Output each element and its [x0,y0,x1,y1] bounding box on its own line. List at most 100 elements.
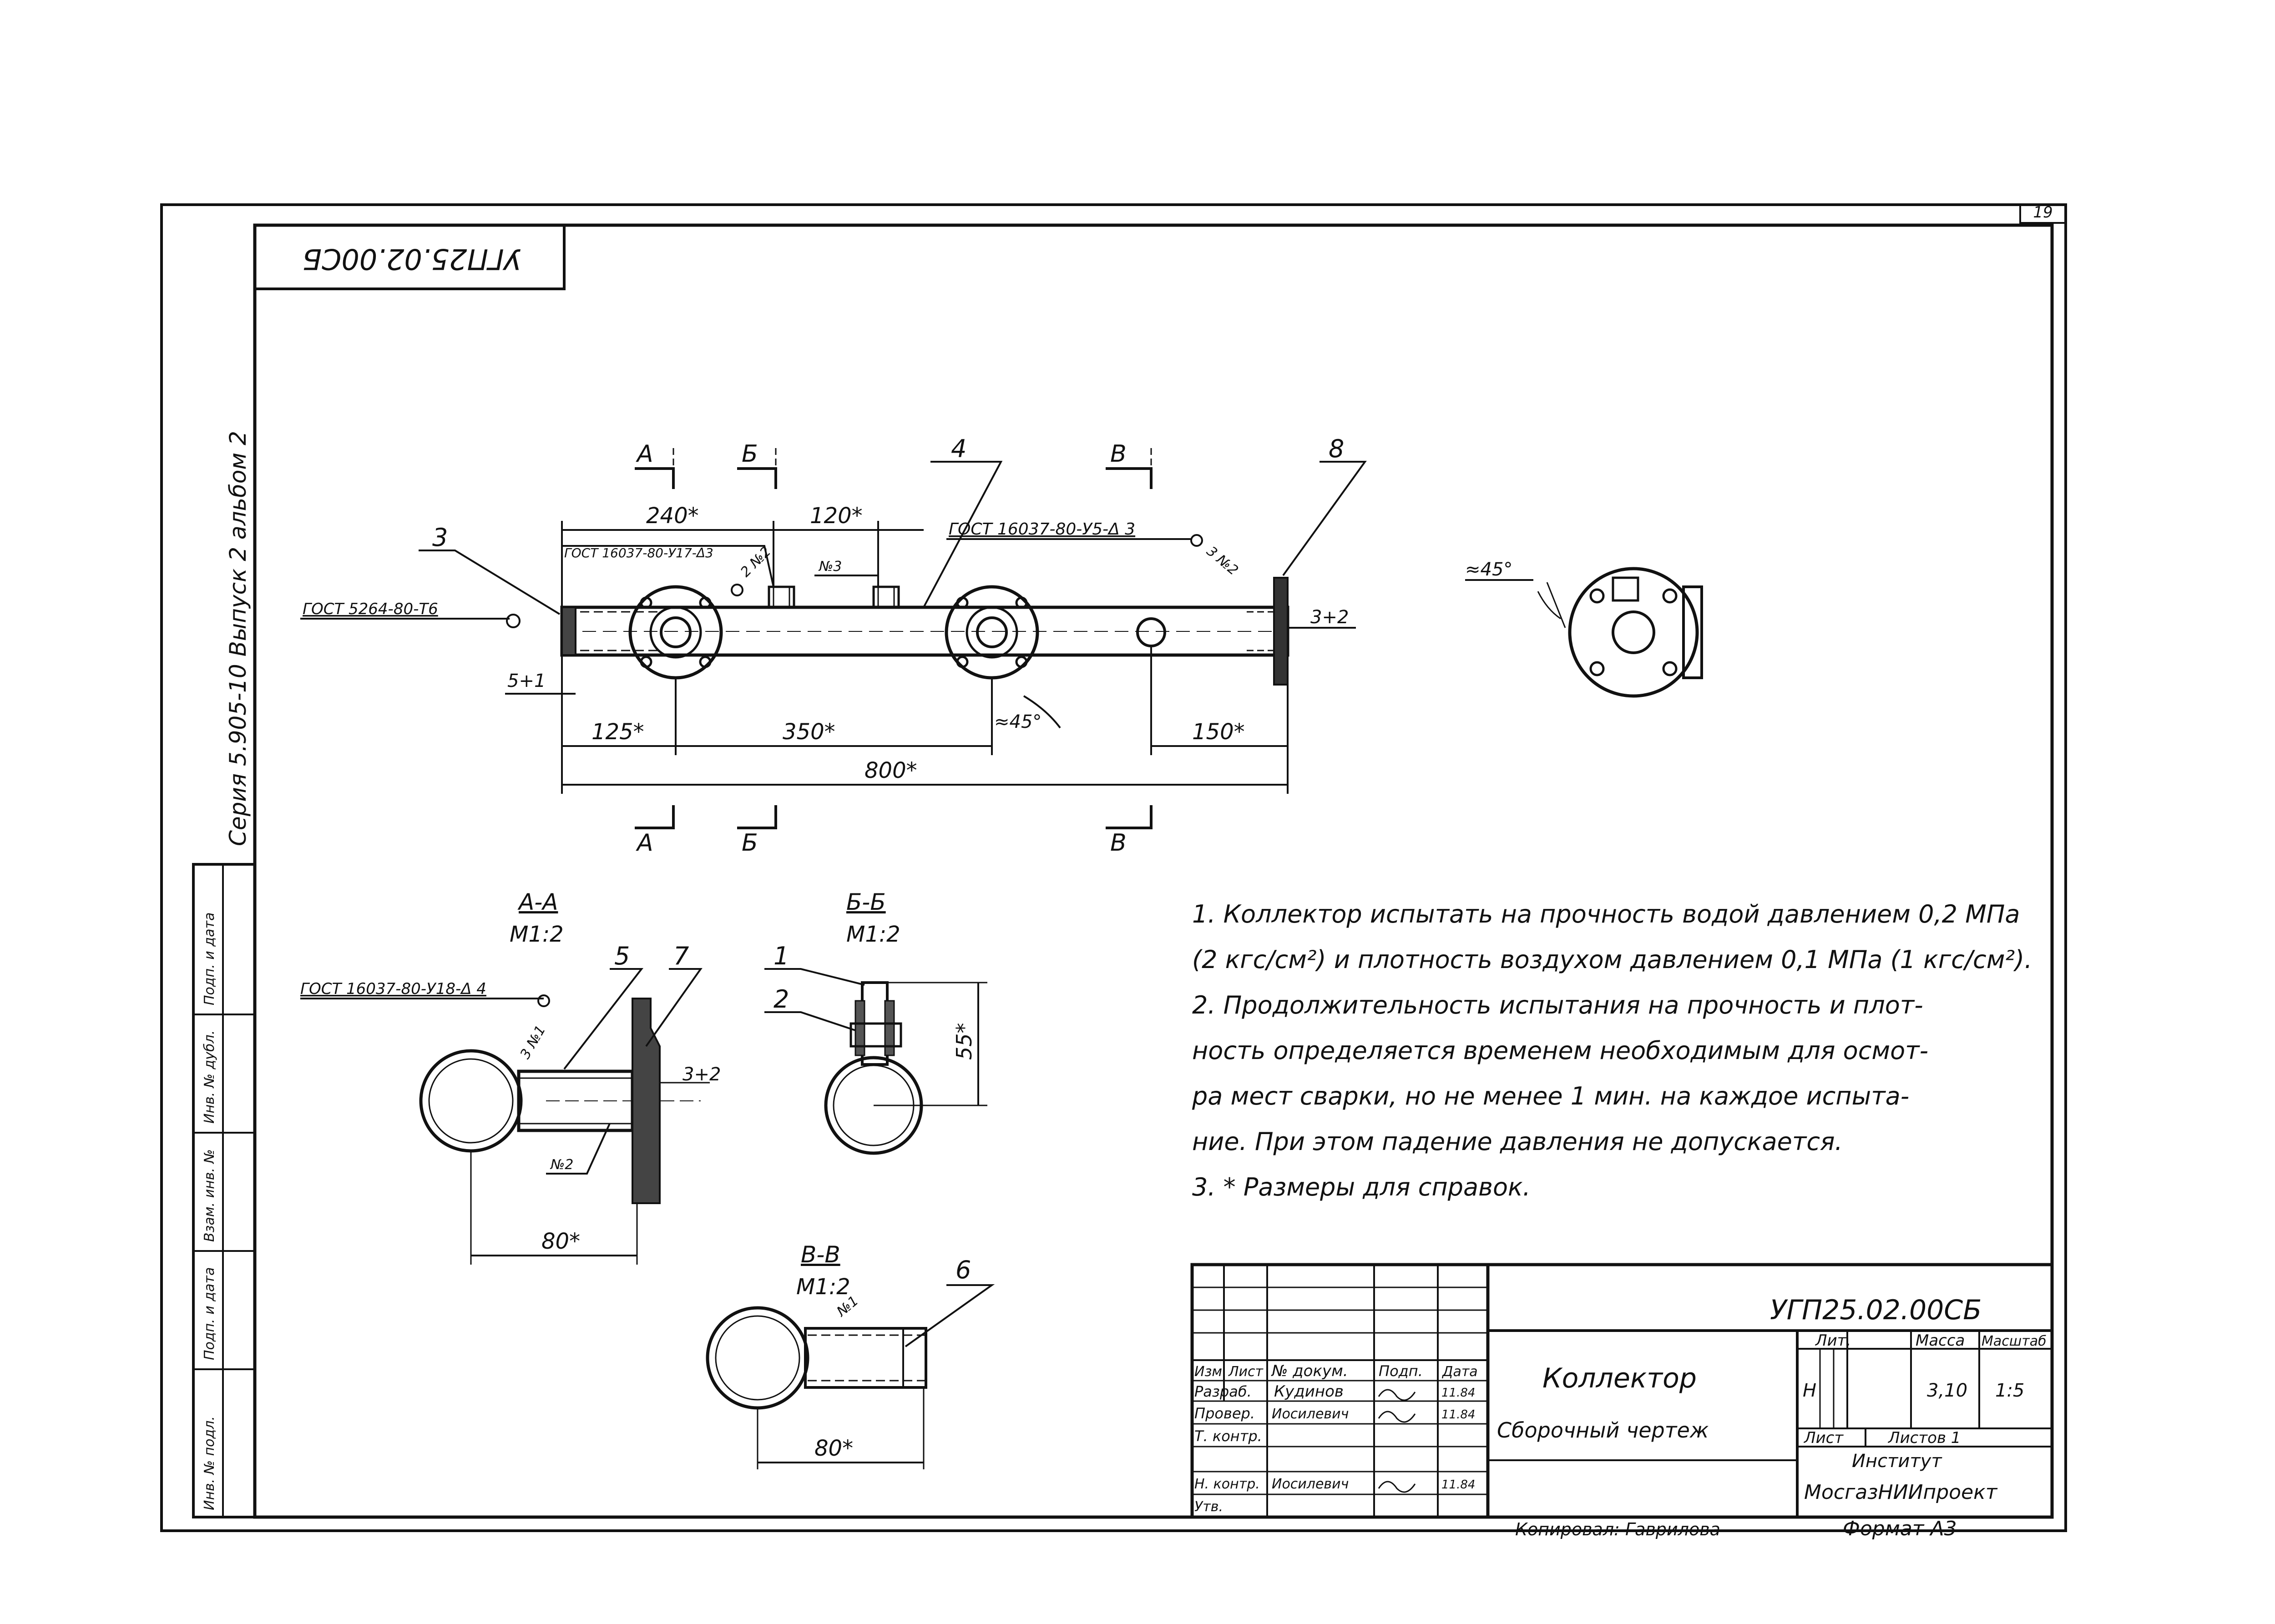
stamp-top-text: УГП25.02.00СБ [303,242,521,276]
section-mark-v-top: В [1110,440,1127,468]
side-view: ≈45° [1465,559,1703,698]
signature-razrab [1378,1389,1416,1401]
section-mark-b-bot: Б [742,829,758,857]
note-line: 2. Продолжительность испытания на прочно… [1192,991,1923,1019]
series-text: Серия 5.905-10 Выпуск 2 альбом 2 [225,431,251,846]
side-stamp-c4: Инв. № дубл. [202,1030,217,1124]
dim-150: 150* [1192,719,1245,745]
tb-hdr-list: Лист [1228,1364,1264,1380]
signature-nkontr [1378,1481,1416,1493]
tb-row-utv: Утв. [1194,1499,1223,1515]
side-stamp-c3: Взам. инв. № [202,1149,217,1242]
section-bb-callout-1: 1 [774,942,789,970]
tb-razrab-name: Кудинов [1274,1382,1344,1401]
flange-right [945,585,1039,680]
note-line: ние. При этом падение давления не допуск… [1192,1127,1843,1156]
section-aa-title: А-А [517,889,558,915]
section-mark-a-bot: А [636,829,653,857]
tb-doc-type: Сборочный чертеж [1497,1418,1709,1442]
callout-8: 8 [1329,434,1344,463]
section-aa-callout-7: 7 [673,942,689,970]
weld-3-no2: 3 №2 [1203,543,1241,579]
section-marks-main [635,448,1153,829]
note-line: ра мест сварки, но не менее 1 мин. на ка… [1192,1082,1910,1110]
signature-prover [1378,1411,1416,1423]
side-stamp-c5: Подп. и дата [202,913,217,1005]
section-vv-scale: М1:2 [796,1274,850,1300]
section-vv-callout-6: 6 [956,1256,971,1284]
tb-row-nkontr: Н. контр. [1194,1476,1260,1492]
tb-institute-1: Институт [1852,1451,1942,1472]
angle-main: ≈45° [994,711,1041,732]
dim-240: 240* [646,503,699,529]
main-leaders [300,461,1367,620]
tb-prover-name: Иосилевич [1272,1406,1349,1422]
section-aa-gap: 3+2 [682,1064,721,1085]
section-mark-a-top: А [636,440,653,468]
tb-scale-value: 1:5 [1995,1380,2024,1401]
tb-scale-label: Масштаб [1982,1333,2047,1349]
flange-left [628,585,723,680]
tb-nkontr-name: Иосилевич [1272,1476,1349,1492]
main-dimensions [505,521,1356,794]
gost-flange: ГОСТ 16037-80-У5-Δ 3 [949,520,1135,539]
format: Формат А3 [1843,1517,1957,1540]
technical-notes: 1. Коллектор испытать на прочность водой… [1192,892,2034,1210]
title-block: УГП25.02.00СБ Коллектор Сборочный чертеж… [1190,1263,2054,1519]
side-stamp-c1: Инв. № подл. [202,1416,217,1510]
tb-institute-2: МосгазНИИпроект [1804,1481,1998,1504]
section-aa-scale: М1:2 [510,922,564,947]
tb-mass-label: Масса [1916,1331,1965,1350]
weld-no3: №3 [818,559,842,575]
tb-doc-code: УГП25.02.00СБ [1770,1294,1982,1326]
section-bb-dim: 55* [952,1023,976,1060]
note-line: (2 кгс/см²) и плотность воздухом давлени… [1192,945,2032,974]
dim-125: 125* [592,719,644,745]
gap-right: 3+2 [1310,607,1349,628]
section-bb-callout-2: 2 [774,985,789,1014]
side-stamp: Инв. № подл. Подп. и дата Взам. инв. № И… [192,863,256,1518]
tb-row-razrab: Разраб. [1194,1383,1252,1400]
main-view: 3 4 8 ГОСТ 5264-80-Т6 ГОСТ 16037-80-У17-… [300,434,1367,857]
tb-lit-value: Н [1803,1380,1816,1401]
top-left-stamp: УГП25.02.00СБ [253,224,566,290]
dim-350: 350* [783,719,835,745]
callout-4: 4 [951,434,966,463]
section-mark-v-bot: В [1110,829,1127,857]
tb-sheets-label: Листов 1 [1887,1429,1961,1447]
tb-hdr-sign: Подп. [1379,1362,1423,1380]
section-aa-weld2: №2 [550,1157,573,1173]
tb-row-prover: Провер. [1194,1405,1255,1422]
tb-sheet-label: Лист [1803,1429,1844,1447]
section-bb-title: Б-Б [846,889,886,915]
note-line: 3. * Размеры для справок. [1192,1173,1531,1201]
note-line: 1. Коллектор испытать на прочность водой… [1192,900,2020,928]
gost-boss: ГОСТ 16037-80-У17-Δ3 [564,545,713,560]
section-aa-weld: 3 №1 [517,1023,549,1062]
gap-left: 5+1 [507,671,546,691]
dim-800: 800* [864,758,917,783]
boss-plugs [768,585,900,609]
section-vv-title: В-В [801,1241,840,1268]
side-stamp-c2: Подп. и дата [202,1267,217,1360]
callout-3: 3 [432,523,448,552]
section-mark-b-top: Б [742,440,758,468]
tb-lit-label: Лит. [1815,1331,1851,1350]
tb-hdr-date: Дата [1441,1364,1478,1380]
section-vv-dim: 80* [814,1436,853,1461]
section-bb-scale: М1:2 [846,922,900,947]
page-number: 19 [2033,203,2053,222]
tb-date1: 11.84 [1441,1386,1475,1400]
tb-date2: 11.84 [1441,1408,1475,1422]
dim-120: 120* [810,503,863,529]
tb-name: Коллектор [1542,1362,1697,1394]
section-aa-callout-5: 5 [614,942,630,970]
section-aa-dim: 80* [541,1229,580,1254]
note-line: ность определяется временем необходимым … [1192,1036,1929,1065]
tb-row-tkontr: Т. контр. [1194,1427,1262,1445]
tb-hdr-izm: Изм [1194,1364,1222,1380]
section-aa-gost: ГОСТ 16037-80-У18-Δ 4 [300,980,486,998]
section-vv: В-В М1:2 6 №1 80* [706,1241,995,1469]
tb-hdr-doc: № докум. [1271,1362,1348,1380]
